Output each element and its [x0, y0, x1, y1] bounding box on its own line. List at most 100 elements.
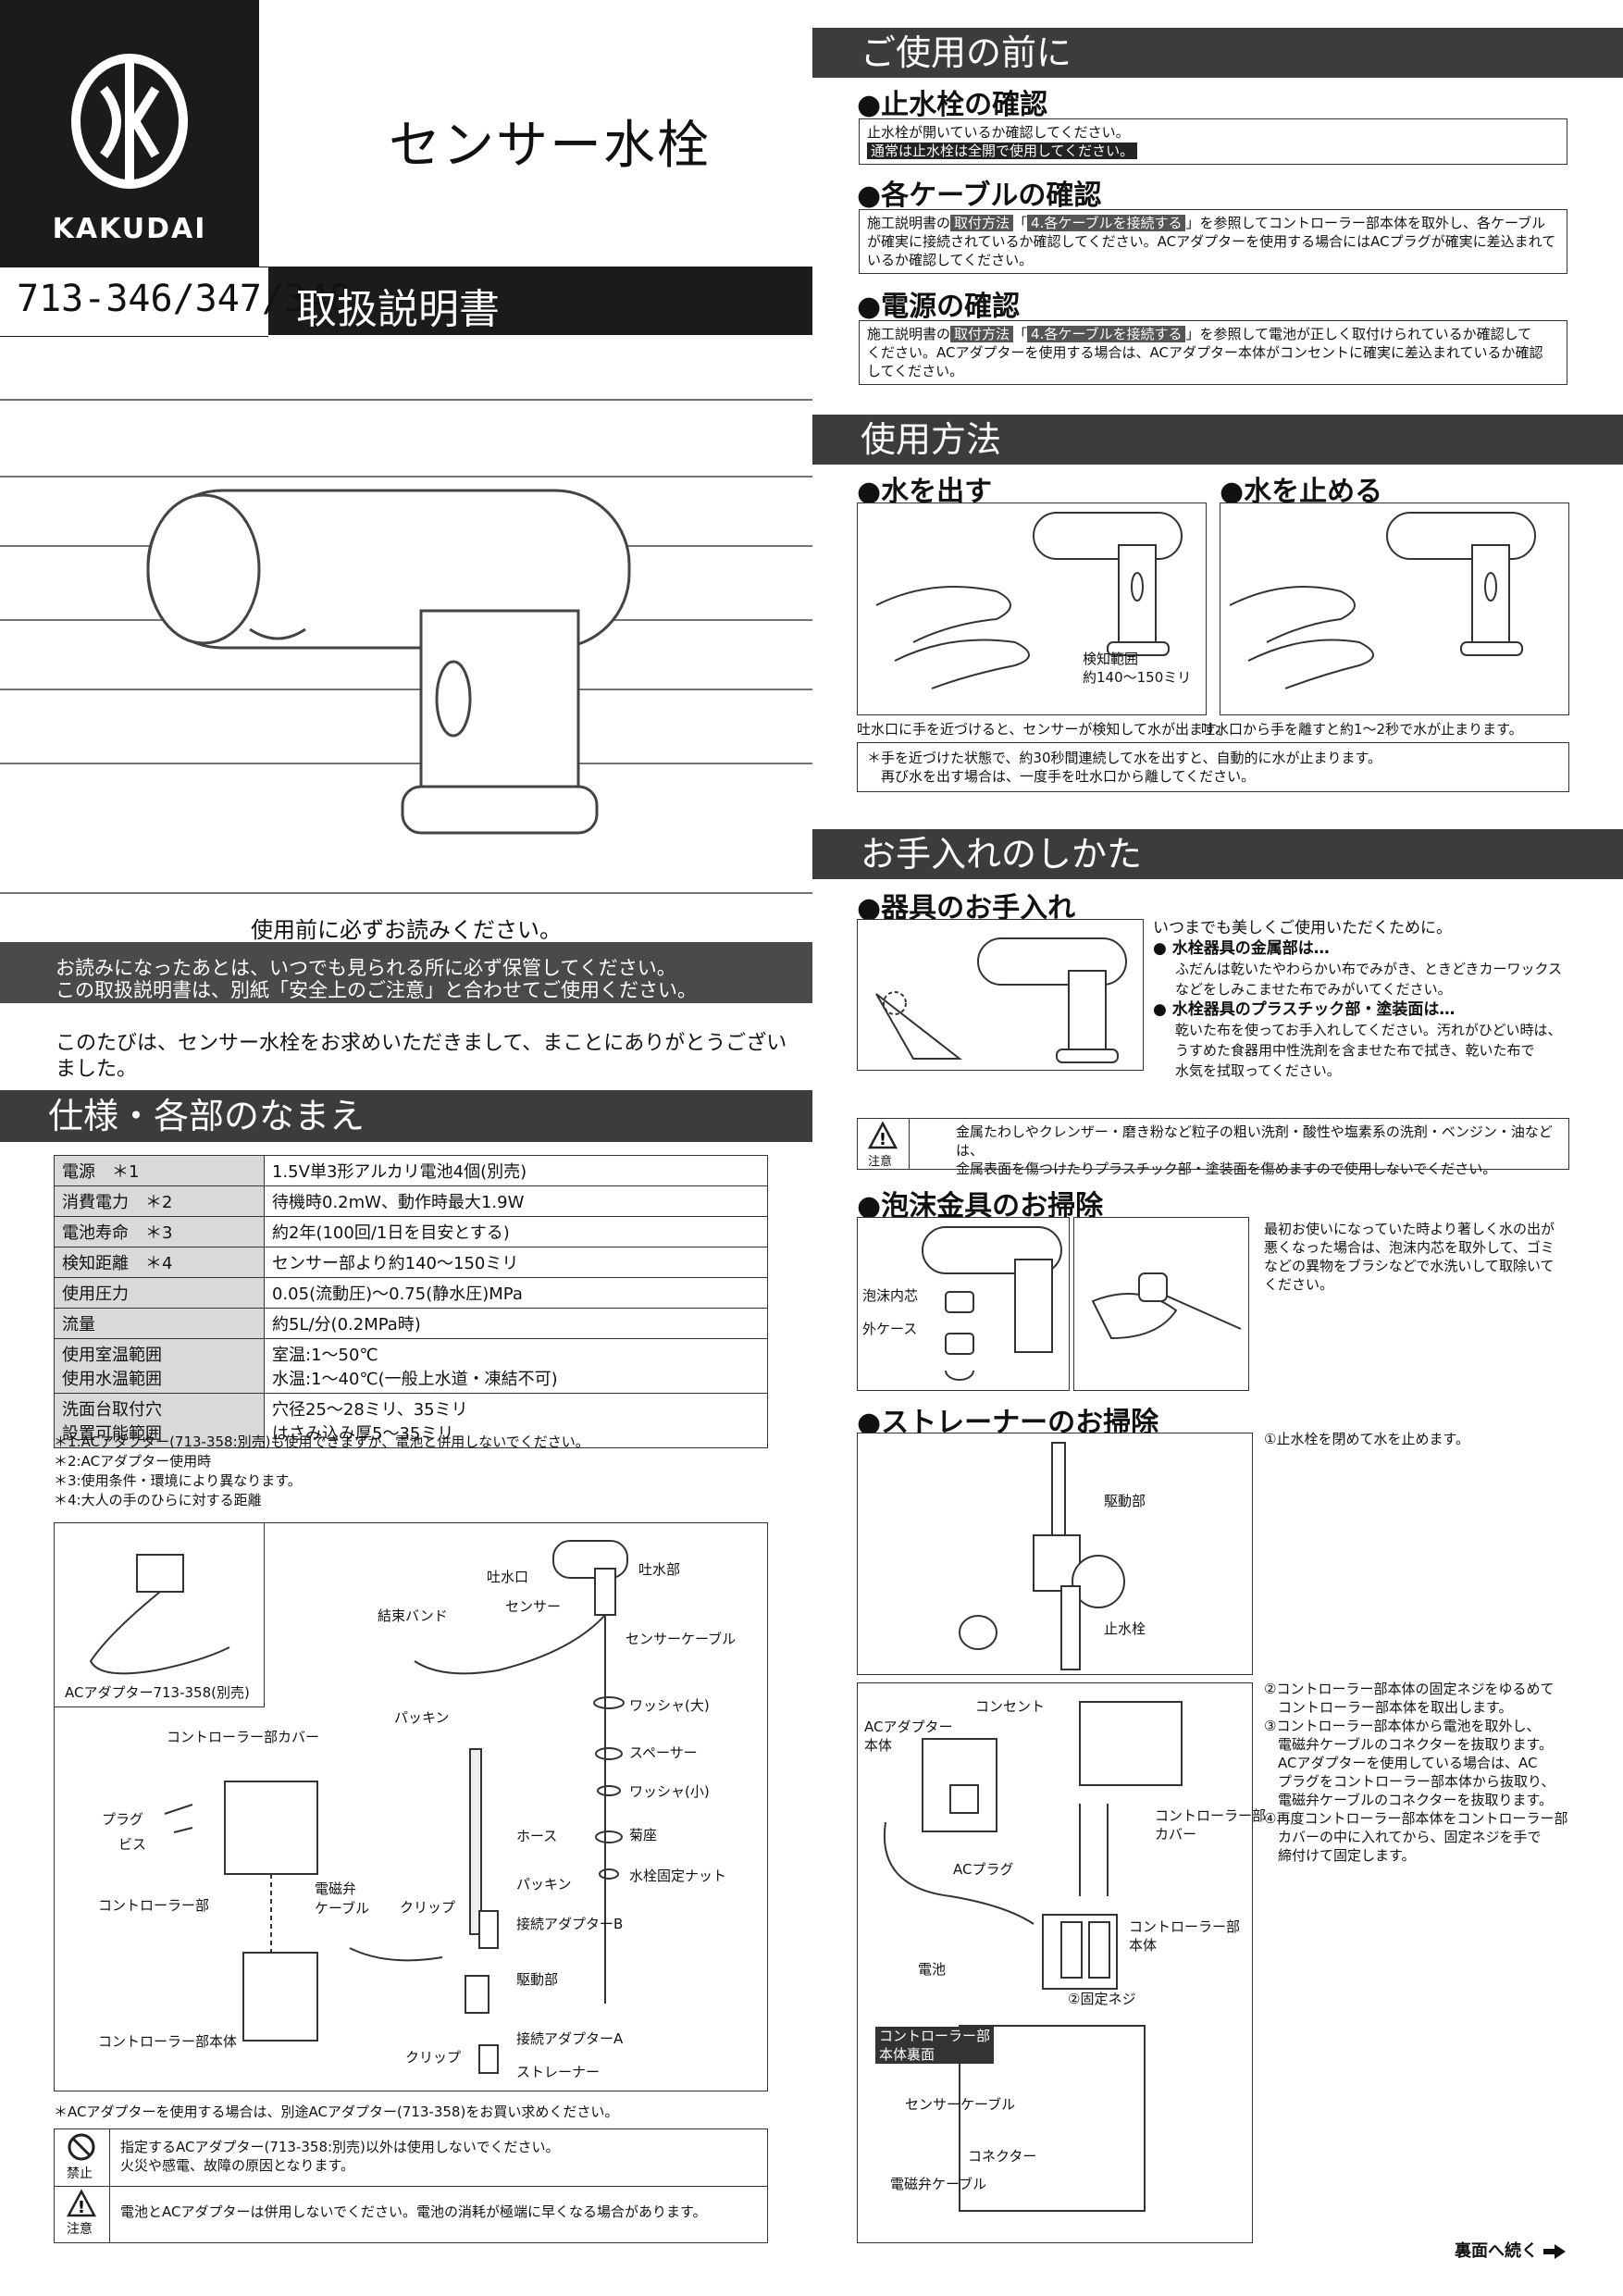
- water-on-caption: 吐水口に手を近づけると、センサーが検知して水が出ます。: [857, 721, 1230, 738]
- warning-caution-text: 電池とACアダプターは併用しないでください。電池の消耗が極端に早くなる場合があり…: [120, 2203, 707, 2220]
- controller-back-label: コントローラー部本体裏面: [875, 2027, 995, 2064]
- keep-notice-bar: [0, 942, 812, 1003]
- part-label-packing1: パッキン: [394, 1709, 450, 1726]
- ac-plug-label: ACプラグ: [953, 1861, 1014, 1878]
- part-label-nut: 水栓固定ナット: [629, 1868, 727, 1884]
- water-off-caption: 吐水口から手を離すと約1〜2秒で水が止まります。: [1201, 721, 1523, 738]
- prohibited-icon: [68, 2133, 95, 2161]
- stop-valve-check-box: 止水栓が開いているか確認してください。 通常は止水栓は全開で使用してください。: [859, 118, 1567, 165]
- thanks-text: このたびは、センサー水栓をお求めいただきまして、まことにありがとうござい ました…: [56, 1032, 787, 1081]
- part-label-spout: 吐水部: [638, 1561, 681, 1578]
- outlet-label: コンセント: [975, 1698, 1046, 1715]
- part-label-adapter-b: 接続アダプターB: [516, 1916, 624, 1932]
- power-check-box: 施工説明書の取付方法「4.各ケーブルを接続する」を参照して電池が正しく取付けられ…: [859, 320, 1567, 385]
- document-type: 取扱説明書: [296, 286, 500, 333]
- part-label-packing2: パッキン: [516, 1876, 572, 1893]
- aerator-figure-right: [1073, 1217, 1249, 1391]
- water-off-figure: [1220, 503, 1569, 715]
- stop-valve-illustration: [959, 1442, 1125, 1670]
- stop-valve-check-heading: ●止水栓の確認: [857, 89, 1048, 121]
- model-number: 713-346/347/348: [17, 278, 352, 320]
- controller-cover-label: コントローラー部カバー: [1155, 1807, 1267, 1843]
- fixture-care-figure: [857, 919, 1144, 1071]
- part-label-spout-port: 吐水口: [487, 1569, 529, 1585]
- aerator-parts-illustration: [922, 1226, 1062, 1381]
- connector-label: コネクター: [968, 2148, 1037, 2165]
- cleaning-cloth-illustration: [875, 937, 1127, 1063]
- ac-body-label: ACアダプター本体: [864, 1719, 953, 1754]
- part-label-washer-large: ワッシャ(大): [629, 1697, 710, 1714]
- strainer-step-1: ①止水栓を閉めて水を止めます。: [1264, 1431, 1469, 1447]
- part-label-washer-small: ワッシャ(小): [629, 1783, 710, 1800]
- warnings-icon-column: [54, 2128, 110, 2243]
- before-use-section-title: ご使用の前に: [812, 28, 1623, 78]
- prohibited-label: 禁止: [67, 2166, 93, 2181]
- part-label-sensor: センサー: [505, 1598, 562, 1615]
- strainer-steps: ②コントローラー部本体の固定ネジをゆるめて コントローラー部本体を取出します。 …: [1264, 1681, 1568, 1864]
- fixing-screw-label: ②固定ネジ: [1068, 1991, 1136, 2007]
- part-label-plug: プラグ: [102, 1811, 144, 1828]
- must-read-notice: 使用前に必ずお読みください。: [251, 917, 562, 943]
- part-label-controller: コントローラー部: [98, 1897, 210, 1914]
- ac-adapter-note: ＊ACアダプターを使用する場合は、別途ACアダプター(713-358)をお買い求…: [54, 2104, 619, 2120]
- arrow-right-icon: [1543, 2244, 1567, 2259]
- drive-label: 駆動部: [1104, 1493, 1146, 1509]
- faucet-hero-illustration: [0, 399, 812, 894]
- spec-footnotes: ＊1:ACアダプター(713-358:別売)も使用できますが、電池と併用しないで…: [54, 1433, 589, 1508]
- part-label-valve-cable: 電磁弁ケーブル: [315, 1880, 370, 1917]
- water-off-illustration: [1229, 512, 1536, 689]
- brand-logo-block: [0, 0, 259, 267]
- part-label-strainer: ストレーナー: [516, 2064, 601, 2080]
- part-label-adapter-a: 接続アダプターA: [516, 2030, 624, 2047]
- usage-section-title: 使用方法: [812, 415, 1623, 465]
- caution-icon: !: [868, 1122, 898, 1149]
- cable-check-heading: ●各ケーブルの確認: [857, 180, 1102, 212]
- part-label-cover: コントローラー部カバー: [167, 1729, 320, 1745]
- part-label-body: コントローラー部本体: [98, 2033, 238, 2050]
- part-label-drive: 駆動部: [516, 1971, 559, 1988]
- kakudai-logo-icon: [71, 54, 188, 189]
- aerator-core-label: 泡沫内芯: [862, 1287, 919, 1304]
- parts-diagram-drawing: [89, 1540, 628, 2074]
- warnings-divider: [54, 2186, 768, 2187]
- model-number-box: [0, 267, 268, 337]
- aerator-text: 最初お使いになっていた時より著しく水の出が 悪くなった場合は、泡沫内芯を取外して…: [1264, 1221, 1555, 1293]
- svg-text:!: !: [879, 1130, 886, 1149]
- sensor-cable-label: センサーケーブル: [905, 2096, 1016, 2113]
- caution-icon: !: [67, 2190, 96, 2217]
- caution-label: 注意: [67, 2222, 93, 2237]
- part-label-screw: ビス: [118, 1836, 147, 1853]
- care-caution-box: 金属たわしやクレンザー・磨き粉など粒子の粗い洗剤・酸性や塩素系の洗剤・ベンジン・…: [857, 1118, 1569, 1177]
- brush-cleaning-illustration: [1091, 1272, 1242, 1340]
- battery-label: 電池: [918, 1961, 947, 1978]
- brand-name: KAKUDAI: [52, 213, 207, 245]
- part-label-spacer: スペーサー: [629, 1744, 698, 1761]
- part-label-sensor-cable: センサーケーブル: [626, 1631, 737, 1647]
- strainer-figure-top: [857, 1433, 1253, 1675]
- part-label-kikuza: 菊座: [629, 1827, 658, 1843]
- detection-range-label: 検知範囲約140〜150ミリ: [1083, 651, 1192, 686]
- caution-label: 注意: [868, 1155, 893, 1169]
- care-caution-icon-cell: [857, 1118, 910, 1170]
- warning-prohibited-text: 指定するACアダプター(713-358:別売)以外は使用しないでください。火災や…: [120, 2139, 560, 2174]
- spec-section-title: 仕様・各部のなまえ: [0, 1090, 812, 1142]
- usage-note-box: ＊手を近づけた状態で、約30秒間連続して水を出すと、自動的に水が止まります。 再…: [857, 742, 1569, 792]
- part-label-clip2: クリップ: [405, 2049, 462, 2066]
- aerator-figure-left: [857, 1217, 1070, 1391]
- part-label-ac-adapter: ACアダプター713-358(別売): [65, 1684, 250, 1701]
- water-on-figure: [857, 503, 1207, 715]
- controller-body-label: コントローラー部本体: [1129, 1918, 1241, 1954]
- valve-cable-label: 電磁弁ケーブル: [890, 2176, 987, 2192]
- fixture-care-text: いつまでも美しくご使用いただくために。 ● 水栓器具の金属部は… ふだんは乾いた…: [1153, 919, 1563, 1079]
- table-row: 洗面台取付穴設置可能範囲穴径25〜28ミリ、35ミリはさみ込み厚5〜35ミリ: [54, 1393, 768, 1448]
- controller-removal-illustration: [883, 1701, 1183, 2212]
- strainer-figure-bottom: [857, 1682, 1253, 2243]
- aerator-case-label: 外ケース: [862, 1321, 918, 1337]
- cable-check-box: 施工説明書の取付方法「4.各ケーブルを接続する」を参照してコントローラー部本体を…: [859, 209, 1567, 274]
- water-on-illustration: [875, 512, 1183, 689]
